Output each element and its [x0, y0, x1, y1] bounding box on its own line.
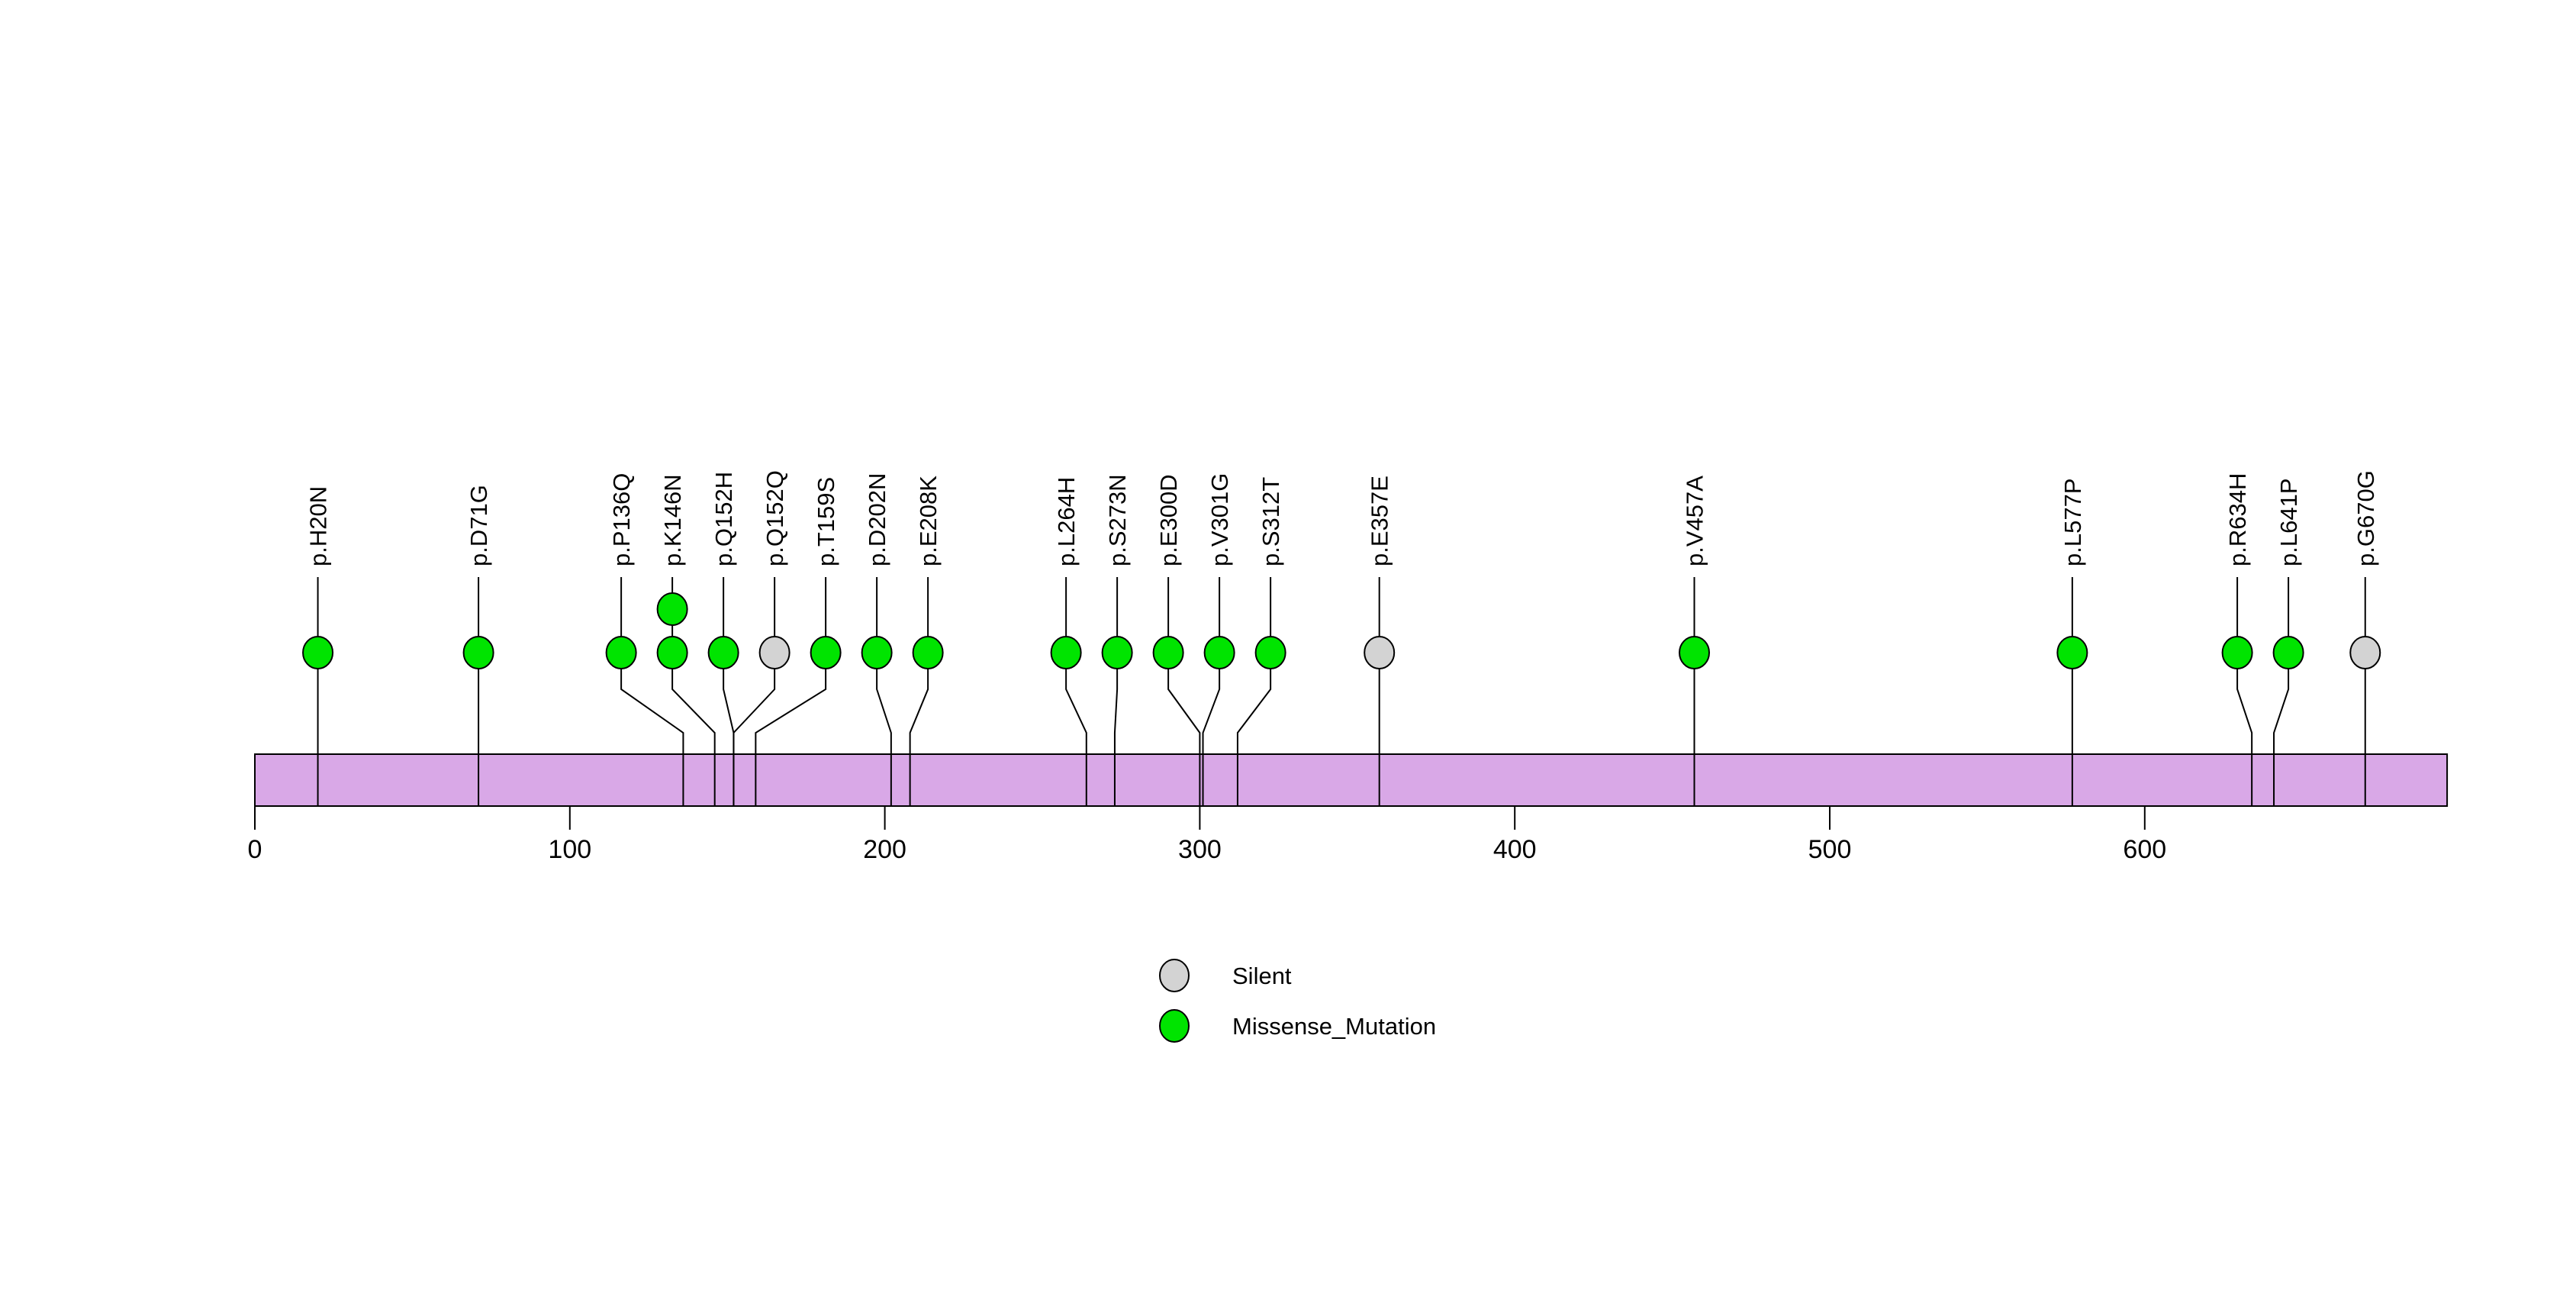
lollipop-stem-p-t159s	[755, 577, 827, 806]
mutation-label-p-e357e: p.E357E	[1367, 476, 1393, 566]
mutation-label-p-h20n: p.H20N	[305, 486, 332, 566]
mutation-circle-p-v457a	[1678, 636, 1710, 669]
mutation-circle-p-e208k	[912, 636, 944, 669]
lollipop-stem-p-l641p	[2273, 577, 2290, 806]
mutation-label-p-q152q: p.Q152Q	[762, 470, 788, 566]
legend-item-missense-mutation: Missense_Mutation	[1159, 1009, 1436, 1043]
mutation-circle-p-l641p	[2272, 636, 2304, 669]
x-axis-tick-label: 400	[1493, 835, 1537, 864]
mutation-label-p-s312t: p.S312T	[1257, 477, 1284, 566]
x-axis-tick-label: 0	[248, 835, 262, 864]
mutation-label-p-p136q: p.P136Q	[608, 473, 635, 566]
mutation-label-p-t159s: p.T159S	[813, 477, 839, 566]
lollipop-stem-p-e208k	[909, 577, 929, 806]
mutation-circle-p-h20n	[302, 636, 334, 669]
mutation-circle-p-r634h	[2221, 636, 2253, 669]
legend-label-missense-mutation: Missense_Mutation	[1232, 1013, 1436, 1040]
mutation-circle-p-v301g	[1203, 636, 1235, 669]
mutation-label-p-l264h: p.L264H	[1053, 477, 1080, 566]
lollipop-stem-p-d202n	[876, 577, 892, 806]
mutation-label-p-k146n: p.K146N	[659, 474, 686, 566]
x-axis-tick-label: 200	[863, 835, 906, 864]
mutation-label-p-s273n: p.S273N	[1104, 474, 1131, 566]
mutation-circle-p-e357e	[1364, 636, 1396, 669]
mutation-label-p-e300d: p.E300D	[1155, 474, 1182, 566]
mutation-label-p-e208k: p.E208K	[915, 476, 942, 566]
legend-label-silent: Silent	[1232, 963, 1292, 989]
x-axis-tick-label: 100	[548, 835, 591, 864]
mutation-circle-p-k146n	[656, 592, 688, 626]
legend-swatch-missense-mutation	[1159, 1009, 1190, 1043]
mutation-circle-p-k146n	[656, 636, 688, 669]
lollipop-stem-p-k146n	[671, 577, 716, 806]
mutation-label-p-r634h: p.R634H	[2224, 473, 2251, 566]
mutation-circle-p-e300d	[1152, 636, 1184, 669]
mutation-label-p-q152h: p.Q152H	[710, 472, 737, 566]
mutation-circle-p-g670g	[2349, 636, 2381, 669]
mutation-circle-p-p136q	[605, 636, 637, 669]
legend-swatch-silent	[1159, 959, 1190, 992]
mutation-circle-p-d71g	[462, 636, 494, 669]
mutation-circle-p-q152h	[707, 636, 739, 669]
lollipop-stem-p-s273n	[1113, 577, 1119, 806]
mutation-label-p-d202n: p.D202N	[864, 473, 890, 566]
mutation-circle-p-l264h	[1050, 636, 1082, 669]
mutation-circle-p-l577p	[2056, 636, 2088, 669]
mutation-label-p-l577p: p.L577P	[2059, 479, 2086, 567]
legend-item-silent: Silent	[1159, 959, 1292, 992]
lollipop-stem-p-r634h	[2236, 577, 2253, 806]
mutation-circle-p-s273n	[1101, 636, 1133, 669]
x-axis-tick-label: 300	[1178, 835, 1222, 864]
lollipop-stem-p-q152q	[733, 577, 776, 806]
mutation-label-p-g670g: p.G670G	[2352, 470, 2379, 566]
lollipop-stem-p-e300d	[1167, 577, 1201, 806]
lollipop-stem-p-v301g	[1202, 577, 1221, 806]
lollipop-stem-p-s312t	[1236, 577, 1272, 806]
x-axis-tick-label: 500	[1808, 835, 1852, 864]
mutation-label-p-v301g: p.V301G	[1206, 473, 1233, 566]
lollipop-stem-p-l264h	[1065, 577, 1087, 806]
x-axis-tick-label: 600	[2123, 835, 2166, 864]
mutation-circle-p-t159s	[810, 636, 842, 669]
mutation-label-p-l641p: p.L641P	[2275, 479, 2302, 567]
mutation-label-p-d71g: p.D71G	[465, 485, 492, 566]
mutation-circle-p-s312t	[1254, 636, 1286, 669]
protein-backbone	[254, 753, 2449, 807]
lollipop-stem-p-p136q	[620, 577, 684, 806]
mutation-circle-p-d202n	[861, 636, 893, 669]
mutation-circle-p-q152q	[758, 636, 791, 669]
mutation-label-p-v457a: p.V457A	[1681, 476, 1708, 566]
